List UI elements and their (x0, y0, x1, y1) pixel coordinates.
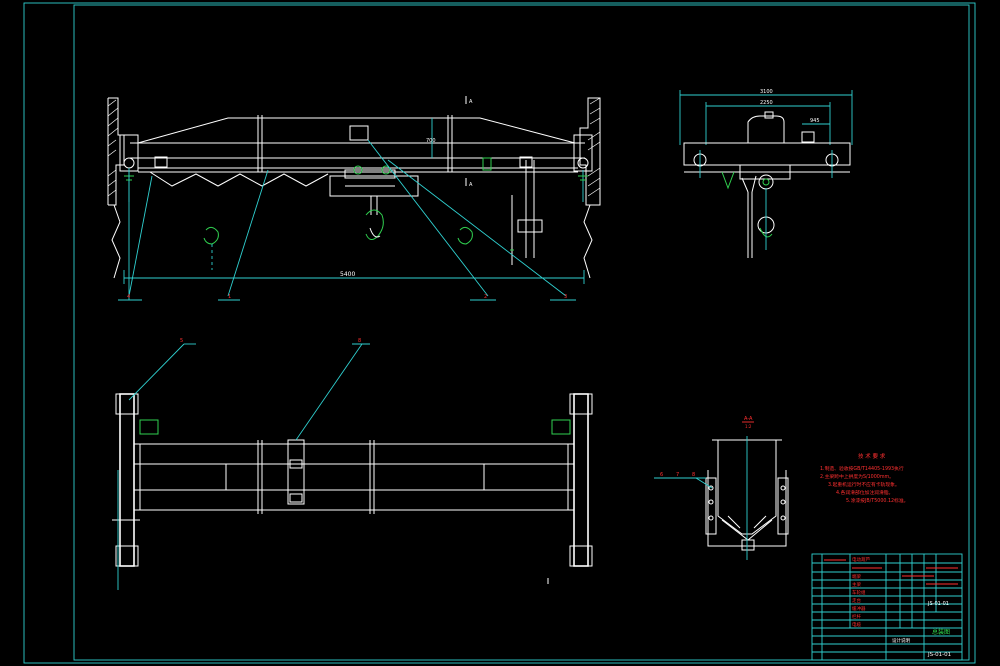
title-row-2: 端梁 (852, 573, 861, 580)
callout-plan-8: 8 (358, 338, 361, 344)
notes-line-4: 4.各润滑部位加注润滑脂。 (836, 489, 893, 496)
section-a-label: A-A (744, 416, 753, 422)
title-row-6: 缓冲器 (852, 605, 866, 612)
callout-front-3: 3 (564, 294, 567, 300)
drawing-number-small: JS-01-01 (927, 601, 949, 607)
notes-title: 技 术 要 求 (858, 452, 886, 460)
callout-section-7: 7 (676, 472, 679, 478)
technical-notes: 技 术 要 求 1.制造、验收按GB/T14405-1993执行 2.主梁跨中上… (820, 452, 908, 504)
title-block: 电动葫芦 端梁 主梁 车轮组 走台 缓冲器 栏杆 电缆 JS-01-01 设计说… (811, 553, 963, 661)
callout-section-8: 8 (692, 472, 695, 478)
title-row-3: 主梁 (852, 581, 861, 588)
title-row-5: 走台 (852, 597, 861, 604)
drawing-title: 总装图 (932, 628, 950, 636)
end-overall-dimension: 3100 (760, 89, 773, 95)
callout-front-2: 2 (484, 294, 487, 300)
title-row-1: 电动葫芦 (852, 556, 870, 563)
notes-line-5: 5.涂漆按JB/T5000.12标准。 (846, 497, 908, 504)
callout-front-4: 4 (127, 294, 130, 300)
title-row-4: 车轮组 (852, 589, 866, 596)
callout-section-6: 6 (660, 472, 663, 478)
view-ref-bottom: A (469, 182, 473, 188)
plan-view: 5 8 (112, 338, 593, 590)
view-ref-top: A (469, 99, 473, 105)
school-label: 设计说明 (892, 637, 910, 644)
height-dimension: 700 (426, 138, 436, 144)
title-row-7: 栏杆 (852, 613, 861, 620)
sheet-inner-border (73, 4, 970, 661)
sheet-outer-border (23, 2, 976, 664)
callout-front-1: 1 (228, 294, 231, 300)
notes-line-2: 2.主梁跨中上拱度为S/1000mm。 (820, 473, 894, 480)
notes-line-3: 3.起重机运行时不应有卡轨现象。 (828, 481, 900, 488)
end-view: 3100 2250 945 (679, 89, 853, 258)
end-hoist-dimension: 945 (810, 118, 820, 124)
callout-plan-5: 5 (180, 338, 183, 344)
title-row-8: 电缆 (852, 621, 861, 628)
section-a-scale: 1:2 (745, 424, 752, 429)
notes-line-1: 1.制造、验收按GB/T14405-1993执行 (820, 465, 904, 472)
span-dimension: 5400 (340, 271, 355, 278)
section-a-a: A-A 1:2 6 7 8 (654, 416, 789, 560)
front-elevation: 5400 700 A A 4 1 2 3 (107, 96, 601, 301)
end-inner-dimension: 2250 (760, 100, 773, 106)
drawing-number: JS-01-01 (927, 652, 951, 658)
